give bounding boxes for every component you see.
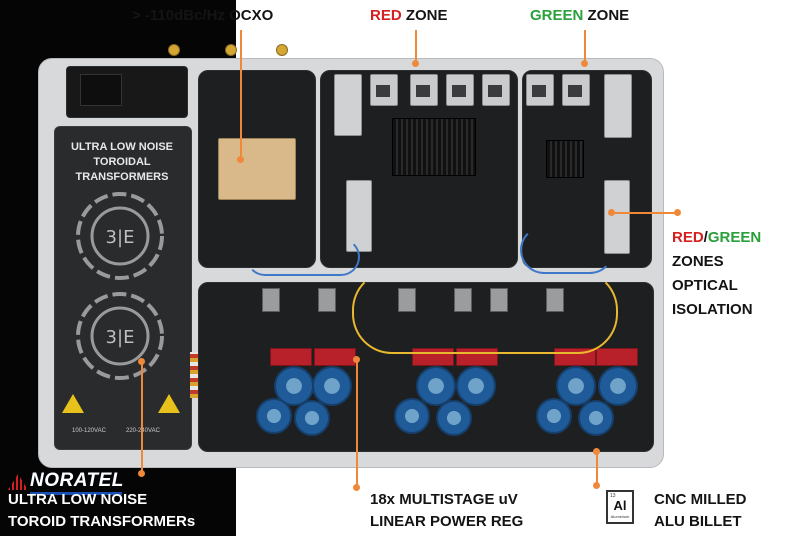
electrolytic-capacitor [456,366,496,406]
voltage-regulator [318,288,336,312]
voltage-regulator [546,288,564,312]
power-reg-line2: LINEAR POWER REG [370,513,524,530]
warning-triangle-icon [62,394,84,413]
power-reg-leader-end-dot [353,484,360,491]
voltage-regulator [454,288,472,312]
noratel-logo: NORATEL [30,470,124,491]
electrolytic-capacitor [294,400,330,436]
power-reg-callout: 18x MULTISTAGE uV LINEAR POWER REG [370,489,523,533]
ocxo-module [218,138,296,200]
isolation-line4: ISOLATION [672,301,753,318]
ocxo-leader-dot [237,156,244,163]
red-zone-suffix: ZONE [405,7,448,24]
green-zone-word: GREEN [530,7,584,24]
electrolytic-capacitor [436,400,472,436]
alu-leader-dot [593,448,600,455]
transformer-leader-end-dot [138,470,145,477]
electrolytic-capacitor [416,366,456,406]
transformer-cover-title: ULTRA LOW NOISE TOROIDAL TRANSFORMERS [70,141,174,183]
toroid-icon: 3|E [76,192,164,280]
electrolytic-capacitor [598,366,638,406]
rj45-port [370,74,398,106]
alu-callout: CNC MILLED ALU BILLET [654,489,747,533]
heatsink [392,118,476,176]
electrolytic-capacitor [578,400,614,436]
electrolytic-capacitor [312,366,352,406]
heatsink [546,140,584,178]
optical-fiber [352,270,618,354]
alu-leader-line [596,452,598,486]
ocxo-callout: > -110dBc/Hz OCXO [132,7,274,24]
transformer-callout-line2: TOROID TRANSFORMERs [8,513,196,530]
svg-text:3|E: 3|E [106,327,135,348]
transformer-leader-line [141,362,143,474]
green-zone-suffix: ZONE [587,7,630,24]
alu-leader-end-dot [593,482,600,489]
isolation-line1: RED/GREEN [672,226,761,250]
blue-cable [246,238,360,276]
ocxo-leader-line [240,30,242,160]
aluminium-name: Aluminium [610,514,630,519]
toroid-icon: 3|E [76,292,164,380]
voltage-regulator [398,288,416,312]
film-capacitor [314,348,356,366]
sfp-cage [604,74,632,138]
isolation-leader-line [612,212,678,214]
red-zone-word: RED [370,7,402,24]
transformer-leader-dot [138,358,145,365]
power-reg-leader-dot [353,356,360,363]
film-capacitor [270,348,312,366]
isolation-leader-end-dot [674,209,681,216]
svg-text:3|E: 3|E [106,227,135,248]
red-zone-leader-line [415,30,417,64]
transformer-callout-line1: ULTRA LOW NOISE [8,491,148,508]
green-zone-leader-line [584,30,586,64]
red-zone-leader-dot [412,60,419,67]
isolation-callout: RED/GREEN ZONES OPTICAL ISOLATION [672,226,761,322]
electrolytic-capacitor [394,398,430,434]
rj45-port [482,74,510,106]
green-zone-callout: GREEN ZONE [530,7,629,24]
voltage-regulator [262,288,280,312]
isolation-green-word: GREEN [707,229,762,246]
green-zone-leader-dot [581,60,588,67]
rear-bnc-connector [225,44,237,56]
aluminium-atomic-number: 13 [610,493,616,499]
power-reg-leader-line [356,360,358,486]
power-switch [80,74,122,106]
alu-line2: ALU BILLET [654,513,742,530]
red-zone-callout: RED ZONE [370,7,448,24]
warning-triangle-icon [158,394,180,413]
isolation-slash: / [703,229,708,246]
sfp-cage [334,74,362,136]
rj45-port [562,74,590,106]
noratel-logo-underline [30,492,122,495]
isolation-red-word: RED [672,229,704,246]
rj45-port [410,74,438,106]
voltage-regulator [490,288,508,312]
aluminium-symbol: Al [613,498,627,513]
film-capacitor [596,348,638,366]
blue-cable [520,226,614,274]
rj45-port [526,74,554,106]
electrolytic-capacitor [536,398,572,434]
voltage-label-left: 100-120VAC [72,428,106,434]
isolation-line2: ZONES [672,253,724,270]
power-reg-line1: 18x MULTISTAGE uV [370,491,518,508]
electrolytic-capacitor [256,398,292,434]
rear-bnc-connector [276,44,288,56]
isolation-line3: OPTICAL [672,277,738,294]
rj45-port [446,74,474,106]
aluminium-element-icon: 13 Al Aluminium [606,490,634,524]
rear-bnc-connector [168,44,180,56]
alu-line1: CNC MILLED [654,491,747,508]
transformer-callout: ULTRA LOW NOISE TOROID TRANSFORMERs [8,489,195,533]
isolation-leader-dot [608,209,615,216]
